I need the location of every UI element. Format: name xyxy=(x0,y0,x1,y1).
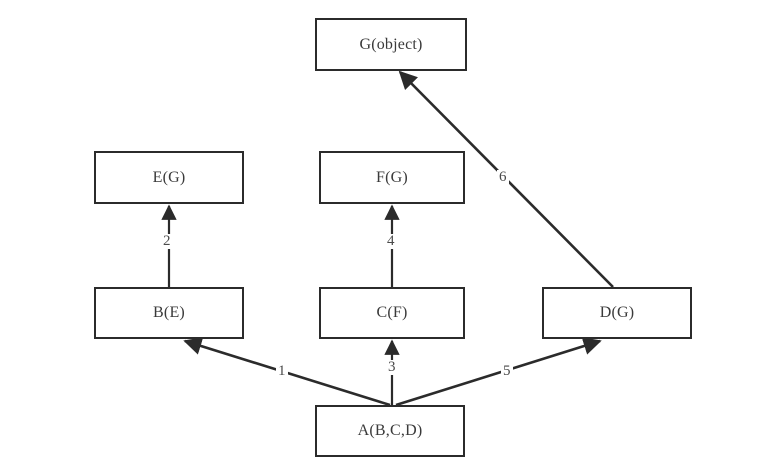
node-box-a[interactable]: A(B,C,D) xyxy=(315,405,465,457)
node-box-c[interactable]: C(F) xyxy=(319,287,465,339)
edge-label-5: 5 xyxy=(501,363,513,379)
edge-5-line xyxy=(395,337,602,407)
node-label-c: C(F) xyxy=(376,304,408,321)
edge-label-3: 3 xyxy=(386,359,398,375)
edge-label-4: 4 xyxy=(385,233,397,249)
node-label-g: G(object) xyxy=(359,35,423,53)
node-box-d[interactable]: D(G) xyxy=(542,287,692,339)
node-box-e[interactable]: E(G) xyxy=(94,151,244,204)
node-box-f[interactable]: F(G) xyxy=(319,151,465,204)
edge-label-6: 6 xyxy=(497,169,509,185)
node-label-f: F(G) xyxy=(376,168,408,186)
edge-1-line xyxy=(183,337,391,407)
edge-label-2: 2 xyxy=(161,233,173,249)
node-box-b[interactable]: B(E) xyxy=(94,287,244,339)
node-label-d: D(G) xyxy=(599,304,635,321)
node-box-g[interactable]: G(object) xyxy=(315,18,467,71)
node-label-a: A(B,C,D) xyxy=(357,422,423,439)
edge-label-1: 1 xyxy=(276,363,288,379)
node-label-b: B(E) xyxy=(153,304,185,321)
node-label-e: E(G) xyxy=(152,168,186,186)
